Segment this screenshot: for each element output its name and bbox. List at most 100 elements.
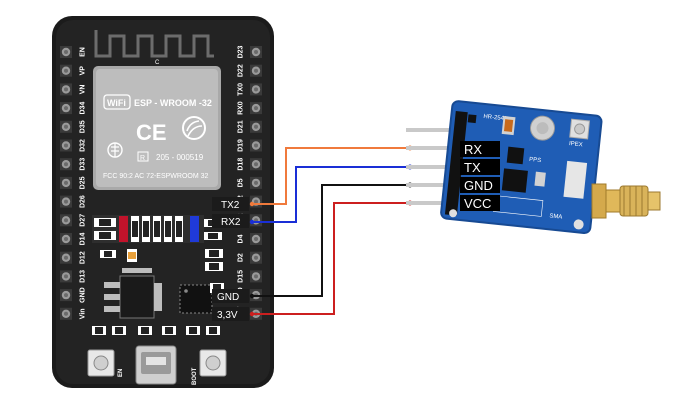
brand-text: ESP - WROOM -32 [134, 98, 212, 108]
svg-text:GND: GND [217, 292, 239, 303]
fcc-text: FCC 90:2 AC 72-ESPWROOM 32 [103, 173, 209, 180]
header-pin-right-6 [250, 158, 262, 171]
right-header-pins [250, 46, 262, 320]
pin-label-right-10: D4 [238, 234, 245, 243]
header-pin-left-3 [60, 102, 72, 115]
gps-pin-labels: RX TX GND VCC [460, 141, 500, 211]
pin-label-right-6: D18 [238, 158, 245, 171]
header-pin-right-11 [250, 251, 262, 264]
gps-label-tx: TX [464, 160, 481, 175]
pin-label-left-7: D25 [80, 176, 87, 189]
header-pin-right-12 [250, 270, 262, 283]
header-pin-left-10 [60, 233, 72, 245]
header-pin-right-0 [250, 46, 262, 58]
header-pin-left-9 [60, 214, 72, 227]
cert-number: 205 - 000519 [156, 153, 204, 162]
header-pin-right-1 [250, 64, 262, 77]
pin-label-right-3: RX0 [238, 101, 245, 115]
espressif-logo-icon [182, 116, 206, 140]
gnd-label-block: GND [212, 289, 249, 303]
wire-gnd-to-gnd [252, 184, 410, 297]
header-pin-left-6 [60, 158, 72, 171]
en-button[interactable] [87, 349, 115, 377]
antenna-trace: C [94, 30, 214, 66]
header-pin-right-7 [250, 176, 262, 189]
esp32-board: C WiFi ESP - WROOM -32 CE R 205 - 000519… [52, 16, 274, 388]
header-pin-left-8 [60, 195, 72, 208]
pin-label-right-0: D23 [238, 45, 245, 58]
pin-label-left-12: D13 [80, 270, 87, 283]
gps-module: HR-2541 IPEX PPS SMA RX TX GND [406, 100, 661, 235]
header-pin-right-2 [250, 83, 262, 96]
wire-rx2-to-tx [252, 166, 410, 223]
wifi-logo: WiFi [107, 98, 126, 108]
wroom-module: WiFi ESP - WROOM -32 CE R 205 - 000519 F… [93, 66, 221, 190]
pin-label-left-4: D35 [80, 120, 87, 133]
pin-label-right-5: D19 [238, 139, 245, 152]
r-mark: R [140, 155, 145, 162]
pin-label-left-9: D27 [80, 214, 87, 227]
pin-label-left-0: EN [80, 47, 87, 57]
pps-text: PPS [529, 157, 542, 164]
header-pin-right-3 [250, 102, 262, 115]
v33-label-block: 3,3V [212, 307, 249, 321]
svg-text:3,3V: 3,3V [217, 310, 238, 321]
wires [249, 145, 413, 317]
ipex-text: IPEX [569, 141, 583, 148]
header-pin-right-4 [250, 120, 262, 133]
pin-label-right-2: TX0 [238, 83, 245, 96]
header-pin-left-7 [60, 176, 72, 189]
header-pin-left-11 [60, 251, 72, 264]
boot-button-label: BOOT [192, 367, 198, 385]
right-pin-labels: D23D22TX0RX0D21D19D18D5TX2RX2D4D2D15GND3… [238, 45, 245, 321]
header-pin-left-2 [60, 83, 72, 96]
usb-port[interactable] [135, 345, 177, 385]
component-row [92, 215, 222, 243]
gps-model-text: HR-2541 [483, 114, 508, 123]
pin-label-left-6: D33 [80, 158, 87, 171]
gps-label-gnd: GND [464, 178, 493, 193]
svg-text:RX2: RX2 [221, 217, 241, 228]
pin-label-left-1: VP [80, 66, 87, 76]
pin-label-left-8: D26 [80, 195, 87, 208]
header-pin-left-1 [60, 64, 72, 77]
boot-button[interactable] [199, 349, 227, 377]
antenna-mark: C [155, 60, 160, 66]
sma-connector [591, 183, 661, 219]
bottom-components [92, 326, 220, 335]
header-pin-left-5 [60, 139, 72, 152]
pin-label-left-11: D12 [80, 251, 87, 264]
tx2-label-block: TX2 [212, 197, 249, 211]
header-pin-right-5 [250, 139, 262, 152]
svg-text:TX2: TX2 [221, 200, 240, 211]
ce-mark: CE [136, 120, 167, 145]
header-pin-left-13 [60, 289, 72, 302]
gps-label-vcc: VCC [464, 196, 491, 211]
en-button-label: EN [118, 369, 124, 377]
fcc-logo-icon [107, 142, 123, 158]
pin-label-left-14: Vin [80, 308, 87, 319]
header-pin-left-0 [60, 46, 72, 58]
header-pin-left-12 [60, 270, 72, 283]
pin-label-right-7: D5 [238, 178, 245, 187]
pin-label-left-5: D32 [80, 139, 87, 152]
pin-label-right-4: D21 [238, 120, 245, 133]
header-pin-right-10 [250, 233, 262, 245]
pin-label-right-12: D15 [238, 270, 245, 283]
pin-label-left-2: VN [80, 85, 87, 95]
left-header-pins [60, 46, 72, 320]
pin-label-left-13: GND [80, 287, 87, 303]
header-pin-left-14 [60, 307, 72, 320]
wire-33v-to-vcc [252, 202, 410, 315]
gps-header-pins [406, 128, 454, 205]
lower-components [100, 249, 224, 319]
pin-label-left-10: D14 [80, 232, 87, 245]
pin-label-left-3: D34 [80, 102, 87, 115]
pin-label-right-1: D22 [238, 64, 245, 77]
sma-text: SMA [549, 213, 563, 220]
gps-label-rx: RX [464, 142, 482, 157]
pin-label-right-11: D2 [238, 253, 245, 262]
wire-tx2-to-rx [252, 147, 410, 205]
